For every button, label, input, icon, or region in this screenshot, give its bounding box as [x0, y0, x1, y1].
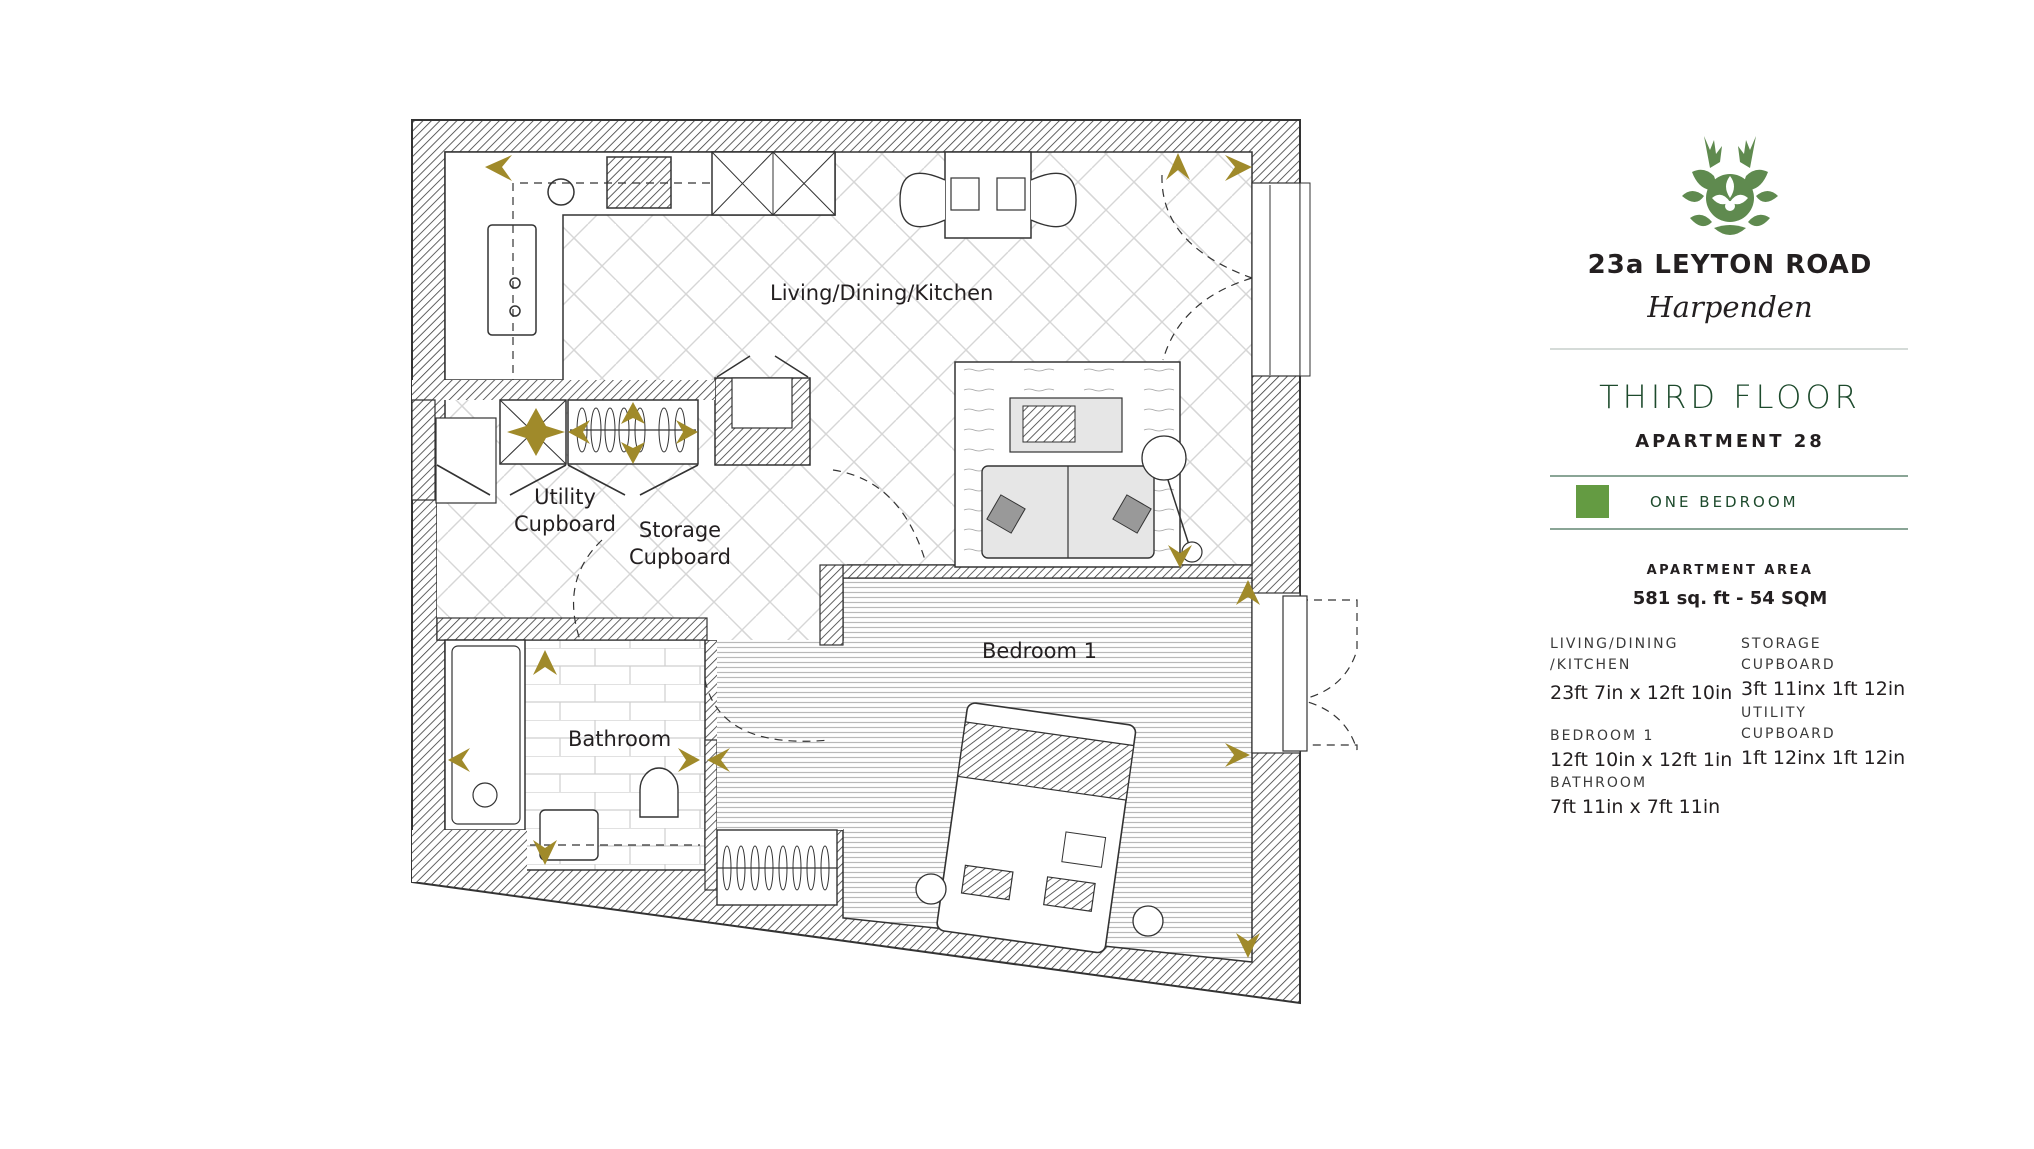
label-utility: Utility Cupboard	[510, 484, 620, 539]
label-utility-line2: Cupboard	[514, 512, 616, 537]
room-dim-label: /KITCHEN	[1550, 657, 1632, 673]
room-dim-label: BATHROOM	[1550, 775, 1648, 791]
label-bathroom: Bathroom	[568, 727, 672, 751]
property-name: 23a LEYTON ROAD	[1587, 250, 1873, 280]
area-value: 581 sq. ft - 54 SQM	[1632, 588, 1828, 609]
label-utility-line1: Utility	[534, 485, 596, 509]
floor-plan: Living/Dining/Kitchen Utility Cupboard S…	[411, 119, 1358, 1005]
apartment-number: APARTMENT 28	[1635, 431, 1825, 452]
room-dim-bedroom: BEDROOM 1 12ft 10in x 12ft 1in	[1550, 726, 1750, 773]
room-dim-value: 7ft 11in x 7ft 11in	[1550, 796, 1721, 818]
label-bedroom: Bedroom 1	[982, 639, 1098, 663]
room-dim-value: 12ft 10in x 12ft 1in	[1550, 749, 1733, 771]
room-dim-utility: UTILITY CUPBOARD 1ft 12inx 1ft 12in	[1741, 703, 1911, 771]
legend-swatch	[1576, 485, 1609, 518]
room-dim-label: CUPBOARD	[1741, 726, 1836, 742]
dimension-arrows	[448, 153, 1260, 958]
floor-title: THIRD FLOOR	[1599, 378, 1861, 416]
label-storage-line1: Storage	[638, 518, 722, 542]
label-storage: Storage Cupboard	[625, 517, 735, 572]
room-dim-label: BEDROOM 1	[1550, 728, 1655, 744]
room-dim-label: STORAGE	[1741, 636, 1822, 652]
area-heading: APARTMENT AREA	[1646, 563, 1814, 578]
stag-magnolia-crest-icon	[1682, 136, 1778, 235]
label-storage-line2: Cupboard	[629, 545, 731, 570]
divider-top	[1550, 348, 1908, 350]
room-dim-storage: STORAGE CUPBOARD 3ft 11inx 1ft 12in	[1741, 634, 1911, 702]
property-town: Harpenden	[1647, 290, 1813, 324]
info-panel: 23a LEYTON ROAD Harpenden THIRD FLOOR AP…	[1550, 0, 1910, 1145]
room-dim-value: 23ft 7in x 12ft 10in	[1550, 682, 1733, 704]
dining-table	[944, 151, 1032, 239]
divider-legend-bottom	[1550, 528, 1908, 530]
double-bed	[936, 702, 1137, 954]
sink-icon	[487, 224, 537, 336]
room-dim-label: CUPBOARD	[1741, 657, 1836, 673]
room-dim-bathroom: BATHROOM 7ft 11in x 7ft 11in	[1550, 773, 1750, 820]
room-dim-label: LIVING/DINING	[1550, 636, 1679, 652]
room-dim-value: 3ft 11inx 1ft 12in	[1741, 678, 1906, 700]
label-living: Living/Dining/Kitchen	[770, 281, 994, 305]
toilet	[639, 767, 679, 818]
floor-plan-drawing	[411, 119, 1358, 1005]
living-window	[1251, 182, 1301, 377]
legend-label: ONE BEDROOM	[1650, 493, 1799, 511]
divider-legend-top	[1550, 475, 1908, 477]
basin	[539, 809, 599, 861]
room-dim-living: LIVING/DINING /KITCHEN 23ft 7in x 12ft 1…	[1550, 634, 1750, 706]
room-dim-label: UTILITY	[1741, 705, 1807, 721]
bathtub	[444, 639, 526, 831]
floor-lamp	[1141, 435, 1187, 481]
room-dim-value: 1ft 12inx 1ft 12in	[1741, 747, 1906, 769]
